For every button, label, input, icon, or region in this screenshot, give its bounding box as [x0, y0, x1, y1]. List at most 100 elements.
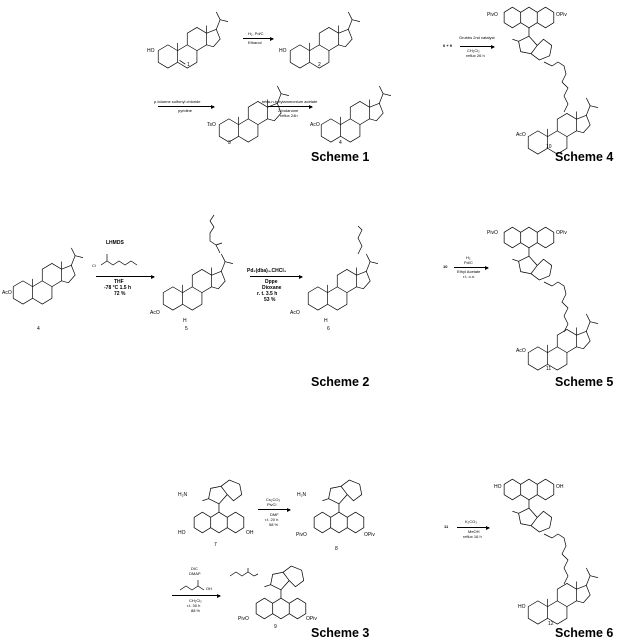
s2-arrow-1: [96, 274, 155, 279]
s6-ho2: HO: [518, 604, 526, 610]
compound-label-10: 10: [546, 144, 552, 150]
s3-step2-acid: OH: [206, 586, 212, 591]
s3-h2n-7: H₂N: [178, 492, 188, 498]
s5-opiv: OPiv: [556, 230, 567, 236]
compound-12-linker: [540, 526, 580, 592]
s2-arrow-2: [250, 274, 303, 279]
s3-step2-reagent: DIC: [191, 566, 198, 571]
scheme-6-title: Scheme 6: [555, 626, 614, 640]
s2-step1-solvent: THF: [114, 279, 124, 285]
s3-opiv-9: OPiv: [306, 616, 317, 622]
s6-cond: reflux 16 h: [463, 534, 482, 539]
s1-step3-solvent: 2-butanone: [278, 108, 299, 113]
s5-reagent: H₂: [466, 255, 471, 260]
compound-10-steroid: [527, 97, 599, 155]
compound-5-allylester: [200, 215, 230, 255]
compound-11-xanthene: [503, 226, 555, 281]
s4-cond: reflux 26 h: [466, 53, 485, 58]
s6-ho: HO: [494, 484, 502, 490]
s2-aco-4: AcO: [2, 290, 12, 296]
s5-reagent2: Pd/C: [464, 260, 473, 265]
compound-11-linker: [540, 274, 580, 340]
s1-ho-1: HO: [147, 48, 155, 54]
s2-step2-ligand: Dppe: [265, 279, 278, 285]
s5-piv: PivO: [487, 230, 498, 236]
s3-ho-7: HO: [178, 530, 186, 536]
s3-step2-solvent: CH₂Cl₂: [189, 598, 202, 603]
s5-cond: r.t. o.n.: [463, 274, 476, 279]
s3-step1-reagent2: PivCl: [267, 502, 277, 507]
s4-reagent: Grubbs 2nd catalyst: [459, 35, 495, 40]
s4-piv: PivO: [487, 12, 498, 18]
s3-opiv-8: OPiv: [364, 532, 375, 538]
compound-label-11: 11: [546, 366, 552, 372]
s3-step2-reagent2: DMAP: [189, 571, 201, 576]
scheme-4-title: Scheme 4: [555, 150, 614, 164]
compound-2-structure: [289, 11, 361, 69]
s3-step2-yield: 88 %: [191, 608, 201, 613]
compound-9-structure: [255, 565, 307, 620]
compound-label-7: 7: [214, 542, 217, 548]
s1-step1-solvent: Ethanol: [248, 40, 262, 45]
s1-step3-cond: reflux 24h: [280, 113, 298, 118]
s4-opiv: OPiv: [556, 12, 567, 18]
compound-12-xanthene: [503, 478, 555, 533]
s3-piv-9: PivO: [238, 616, 249, 622]
s3-step2-cond: r.t. 30 h: [187, 603, 201, 608]
s3-arrow-2: [172, 593, 221, 598]
s4-aco: AcO: [516, 132, 526, 138]
s2-aco-5: AcO: [150, 310, 160, 316]
s4-reactants: 6 + 9: [443, 43, 453, 48]
compound-label-4-s1: 4: [339, 140, 342, 146]
s3-step1-solvent: DMF: [270, 512, 279, 517]
s5-arrow: [454, 265, 489, 270]
s5-solvent: Ethyl Acetate: [457, 269, 481, 274]
compound-7-structure: [193, 479, 245, 534]
s2-step2-solvent: Dioxane: [262, 285, 282, 291]
s3-acid-reagent: [176, 576, 216, 596]
s1-step2-solvent: pyridine: [178, 108, 193, 113]
s2-step1-reagent: LHMDS: [106, 240, 124, 246]
compound-11-steroid: [527, 313, 599, 371]
s2-h-5: H: [183, 318, 187, 324]
s1-ho-2: HO: [279, 48, 287, 54]
s6-reactant: 11: [444, 524, 449, 529]
s2-step2-reagent: Pd₂(dba)₃.CHCl₃: [247, 268, 287, 274]
scheme-3-title: Scheme 3: [311, 626, 370, 640]
s6-solvent: MeOH: [468, 529, 480, 534]
compound-label-8: 8: [335, 546, 338, 552]
s3-arrow-1: [258, 507, 291, 512]
s2-aco-6: AcO: [290, 310, 300, 316]
compound-label-5: 5: [185, 326, 188, 332]
scheme-1-title: Scheme 1: [311, 150, 370, 164]
compound-10-linker: [540, 52, 580, 122]
s6-reagent: K₂CO₃: [465, 519, 477, 524]
s2-step1-temp: -78 °C 1.5 h: [104, 285, 132, 291]
s1-arrow-2: [158, 104, 215, 109]
scheme-5-title: Scheme 5: [555, 375, 614, 389]
s3-piv-8: PivO: [296, 532, 307, 538]
compound-label-3: 3: [228, 140, 231, 146]
s1-arrow-1: [243, 36, 274, 41]
s1-step3-reagent: tetra-n-butylammonium acetate: [262, 99, 318, 104]
compound-label-9: 9: [274, 624, 277, 630]
scheme-2-title: Scheme 2: [311, 375, 370, 389]
compound-8-structure: [313, 479, 365, 534]
compound-label-12: 12: [548, 621, 554, 627]
compound-label-1: 1: [187, 62, 190, 68]
compound-6-structure: [307, 253, 379, 311]
compound-9-amide-chain: [228, 568, 260, 586]
compound-5-structure: [162, 253, 234, 311]
s1-step2-reagent: p-toluene sulfonyl chloride: [154, 99, 201, 104]
s1-aco: AcO: [310, 122, 320, 128]
compound-label-2: 2: [318, 62, 321, 68]
s1-tso: TsO: [207, 122, 216, 128]
s3-step1-cond: r.t. 20 h: [265, 517, 279, 522]
s4-solvent: CH₂Cl₂: [467, 48, 480, 53]
s1-arrow-3: [268, 104, 313, 109]
s3-step1-yield: 58 %: [269, 522, 279, 527]
s5-aco: AcO: [516, 348, 526, 354]
s3-h2n-8: H₂N: [297, 492, 307, 498]
compound-4-structure-s1: [320, 85, 392, 143]
compound-12-steroid: [527, 567, 599, 625]
